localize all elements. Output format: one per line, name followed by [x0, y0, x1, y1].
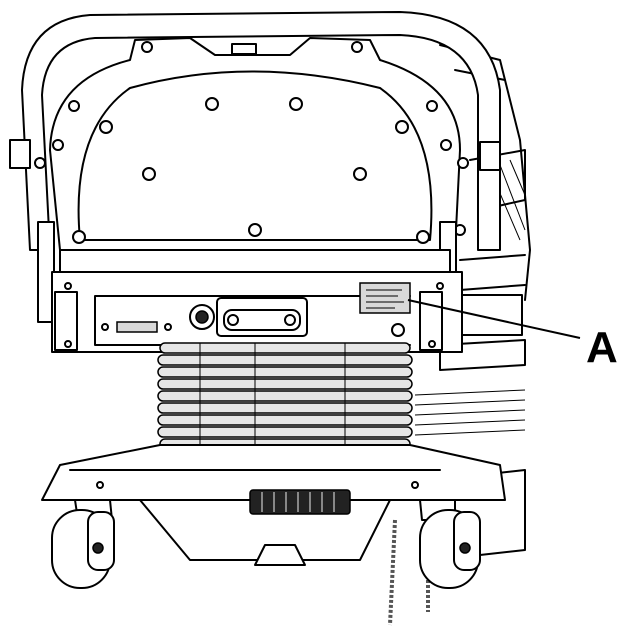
- callout-label-a: A: [586, 323, 618, 372]
- headboard-frame: [9, 11, 501, 251]
- caster-right: [419, 499, 481, 589]
- headboard-screw-holes: [34, 41, 469, 244]
- caster-left: [51, 499, 115, 589]
- callout-leader-line: [407, 299, 581, 339]
- label-plate: [359, 282, 411, 314]
- release-handle: [216, 297, 308, 337]
- head-end-plate: [37, 221, 463, 353]
- headboard-panel: [34, 37, 469, 251]
- knob: [189, 304, 215, 330]
- base-frame: [41, 444, 506, 566]
- lift-column-bellows: [157, 342, 413, 450]
- connector-port: [101, 321, 172, 333]
- callout-a: A: [407, 299, 618, 372]
